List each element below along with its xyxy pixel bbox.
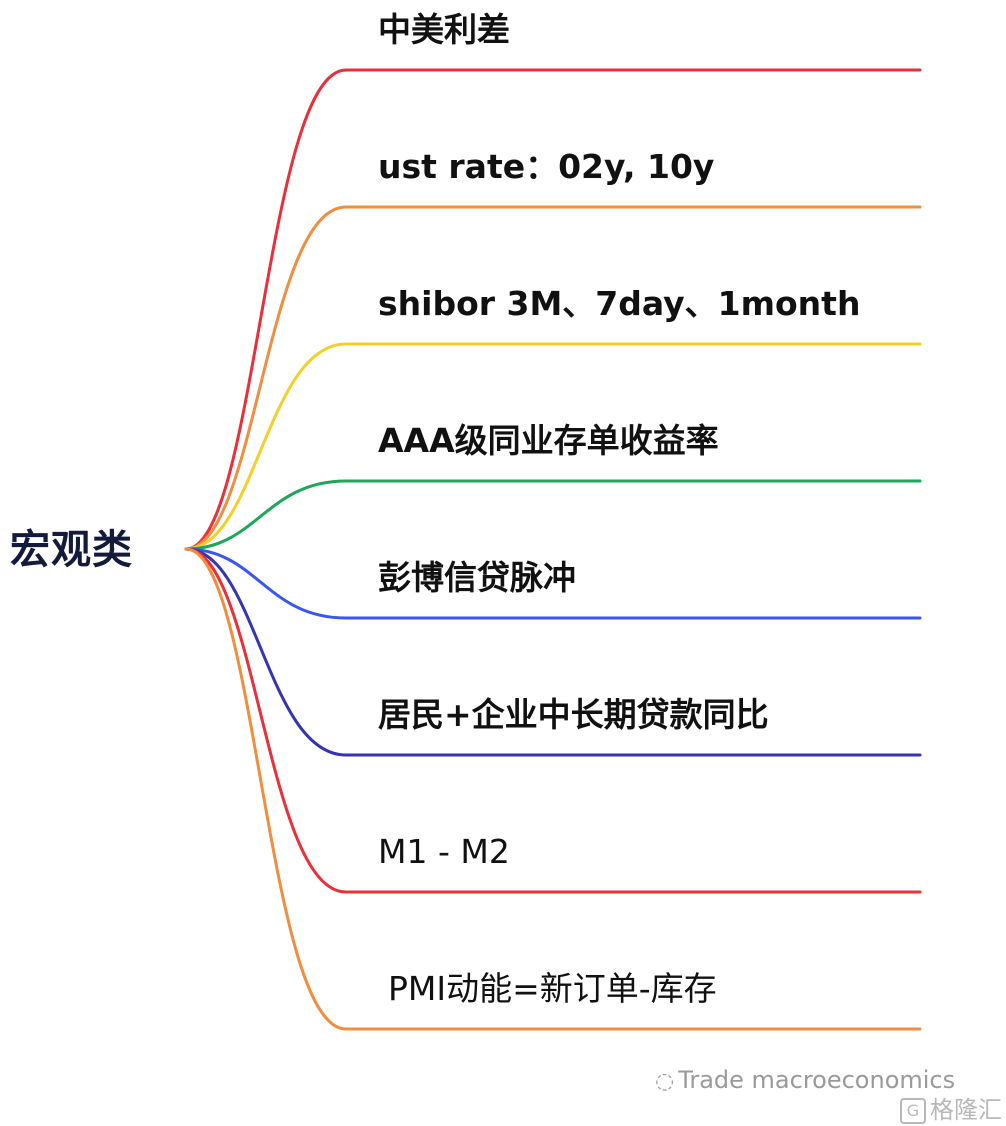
connector-branch-6 [184,547,922,894]
branch-label-aaa-ncd-yield: AAA级同业存单收益率 [378,421,719,460]
connector-branch-0 [184,68,922,551]
branch-label-ust-rate: ust rate：02y, 10y [378,147,715,186]
watermark-account: ◌Trade macroeconomics [655,1066,956,1094]
connector-branch-1 [184,205,922,551]
connector-branch-2 [184,342,922,551]
branch-label-pmi-momentum: PMI动能=新订单-库存 [388,969,717,1008]
connector-branch-7 [184,547,922,1031]
connector-branch-4 [184,547,922,620]
wechat-icon: ◌ [655,1069,675,1094]
branch-label-cn-us-spread: 中美利差 [378,10,510,49]
connector-branch-3 [184,479,922,551]
root-node-label: 宏观类 [10,527,133,573]
branch-label-shibor: shibor 3M、7day、1month [378,284,861,323]
branch-label-m1-m2: M1 - M2 [378,832,510,871]
brand-logo-icon: G [900,1098,926,1124]
branch-label-mid-long-term-loans: 居民+企业中长期贷款同比 [378,695,769,734]
connector-branch-5 [184,547,922,757]
branch-label-bloomberg-credit-impulse: 彭博信贷脉冲 [378,558,576,597]
